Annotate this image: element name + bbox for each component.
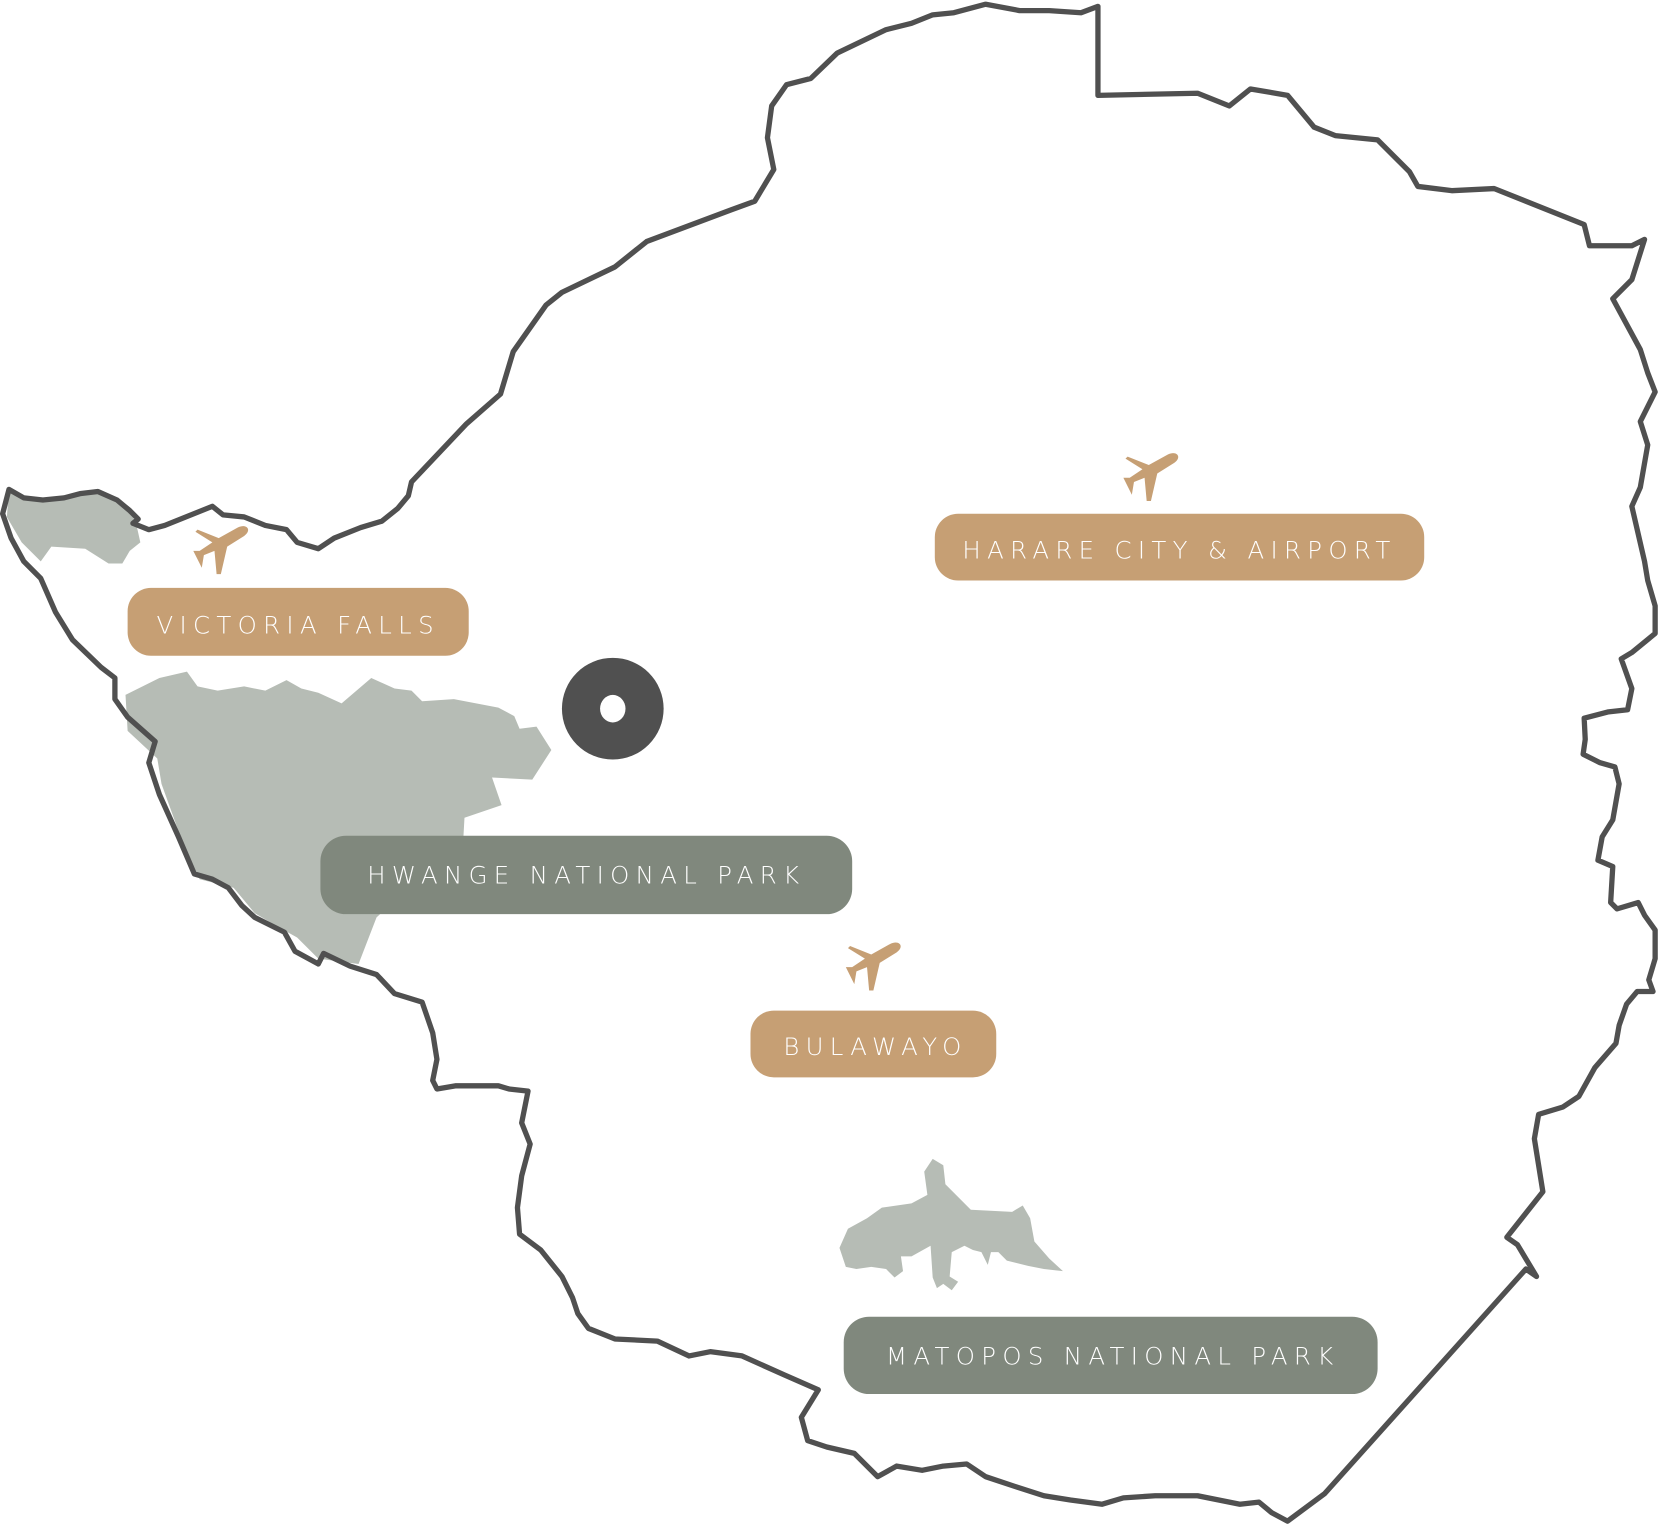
airplane-icon-victoria-falls xyxy=(193,526,249,575)
location-marker-icon[interactable] xyxy=(561,657,664,760)
victoria-falls-label: VICTORIA FALLS xyxy=(156,610,439,639)
bulawayo-label: BULAWAYO xyxy=(783,1032,967,1061)
victoria-falls-park-area xyxy=(6,489,141,564)
airplane-icon-harare xyxy=(1123,453,1179,502)
label-harare[interactable]: HARARE CITY & AIRPORT xyxy=(934,513,1425,581)
label-hwange[interactable]: HWANGE NATIONAL PARK xyxy=(320,835,853,915)
label-matopos[interactable]: MATOPOS NATIONAL PARK xyxy=(843,1316,1378,1395)
harare-label: HARARE CITY & AIRPORT xyxy=(962,535,1396,564)
airplane-icon-bulawayo xyxy=(845,942,901,991)
label-bulawayo[interactable]: BULAWAYO xyxy=(750,1010,997,1078)
matopos-park-area xyxy=(839,1158,1063,1291)
label-victoria-falls[interactable]: VICTORIA FALLS xyxy=(127,587,469,656)
hwange-park-area xyxy=(125,671,552,964)
matopos-label: MATOPOS NATIONAL PARK xyxy=(886,1341,1340,1370)
hwange-label: HWANGE NATIONAL PARK xyxy=(367,860,805,889)
